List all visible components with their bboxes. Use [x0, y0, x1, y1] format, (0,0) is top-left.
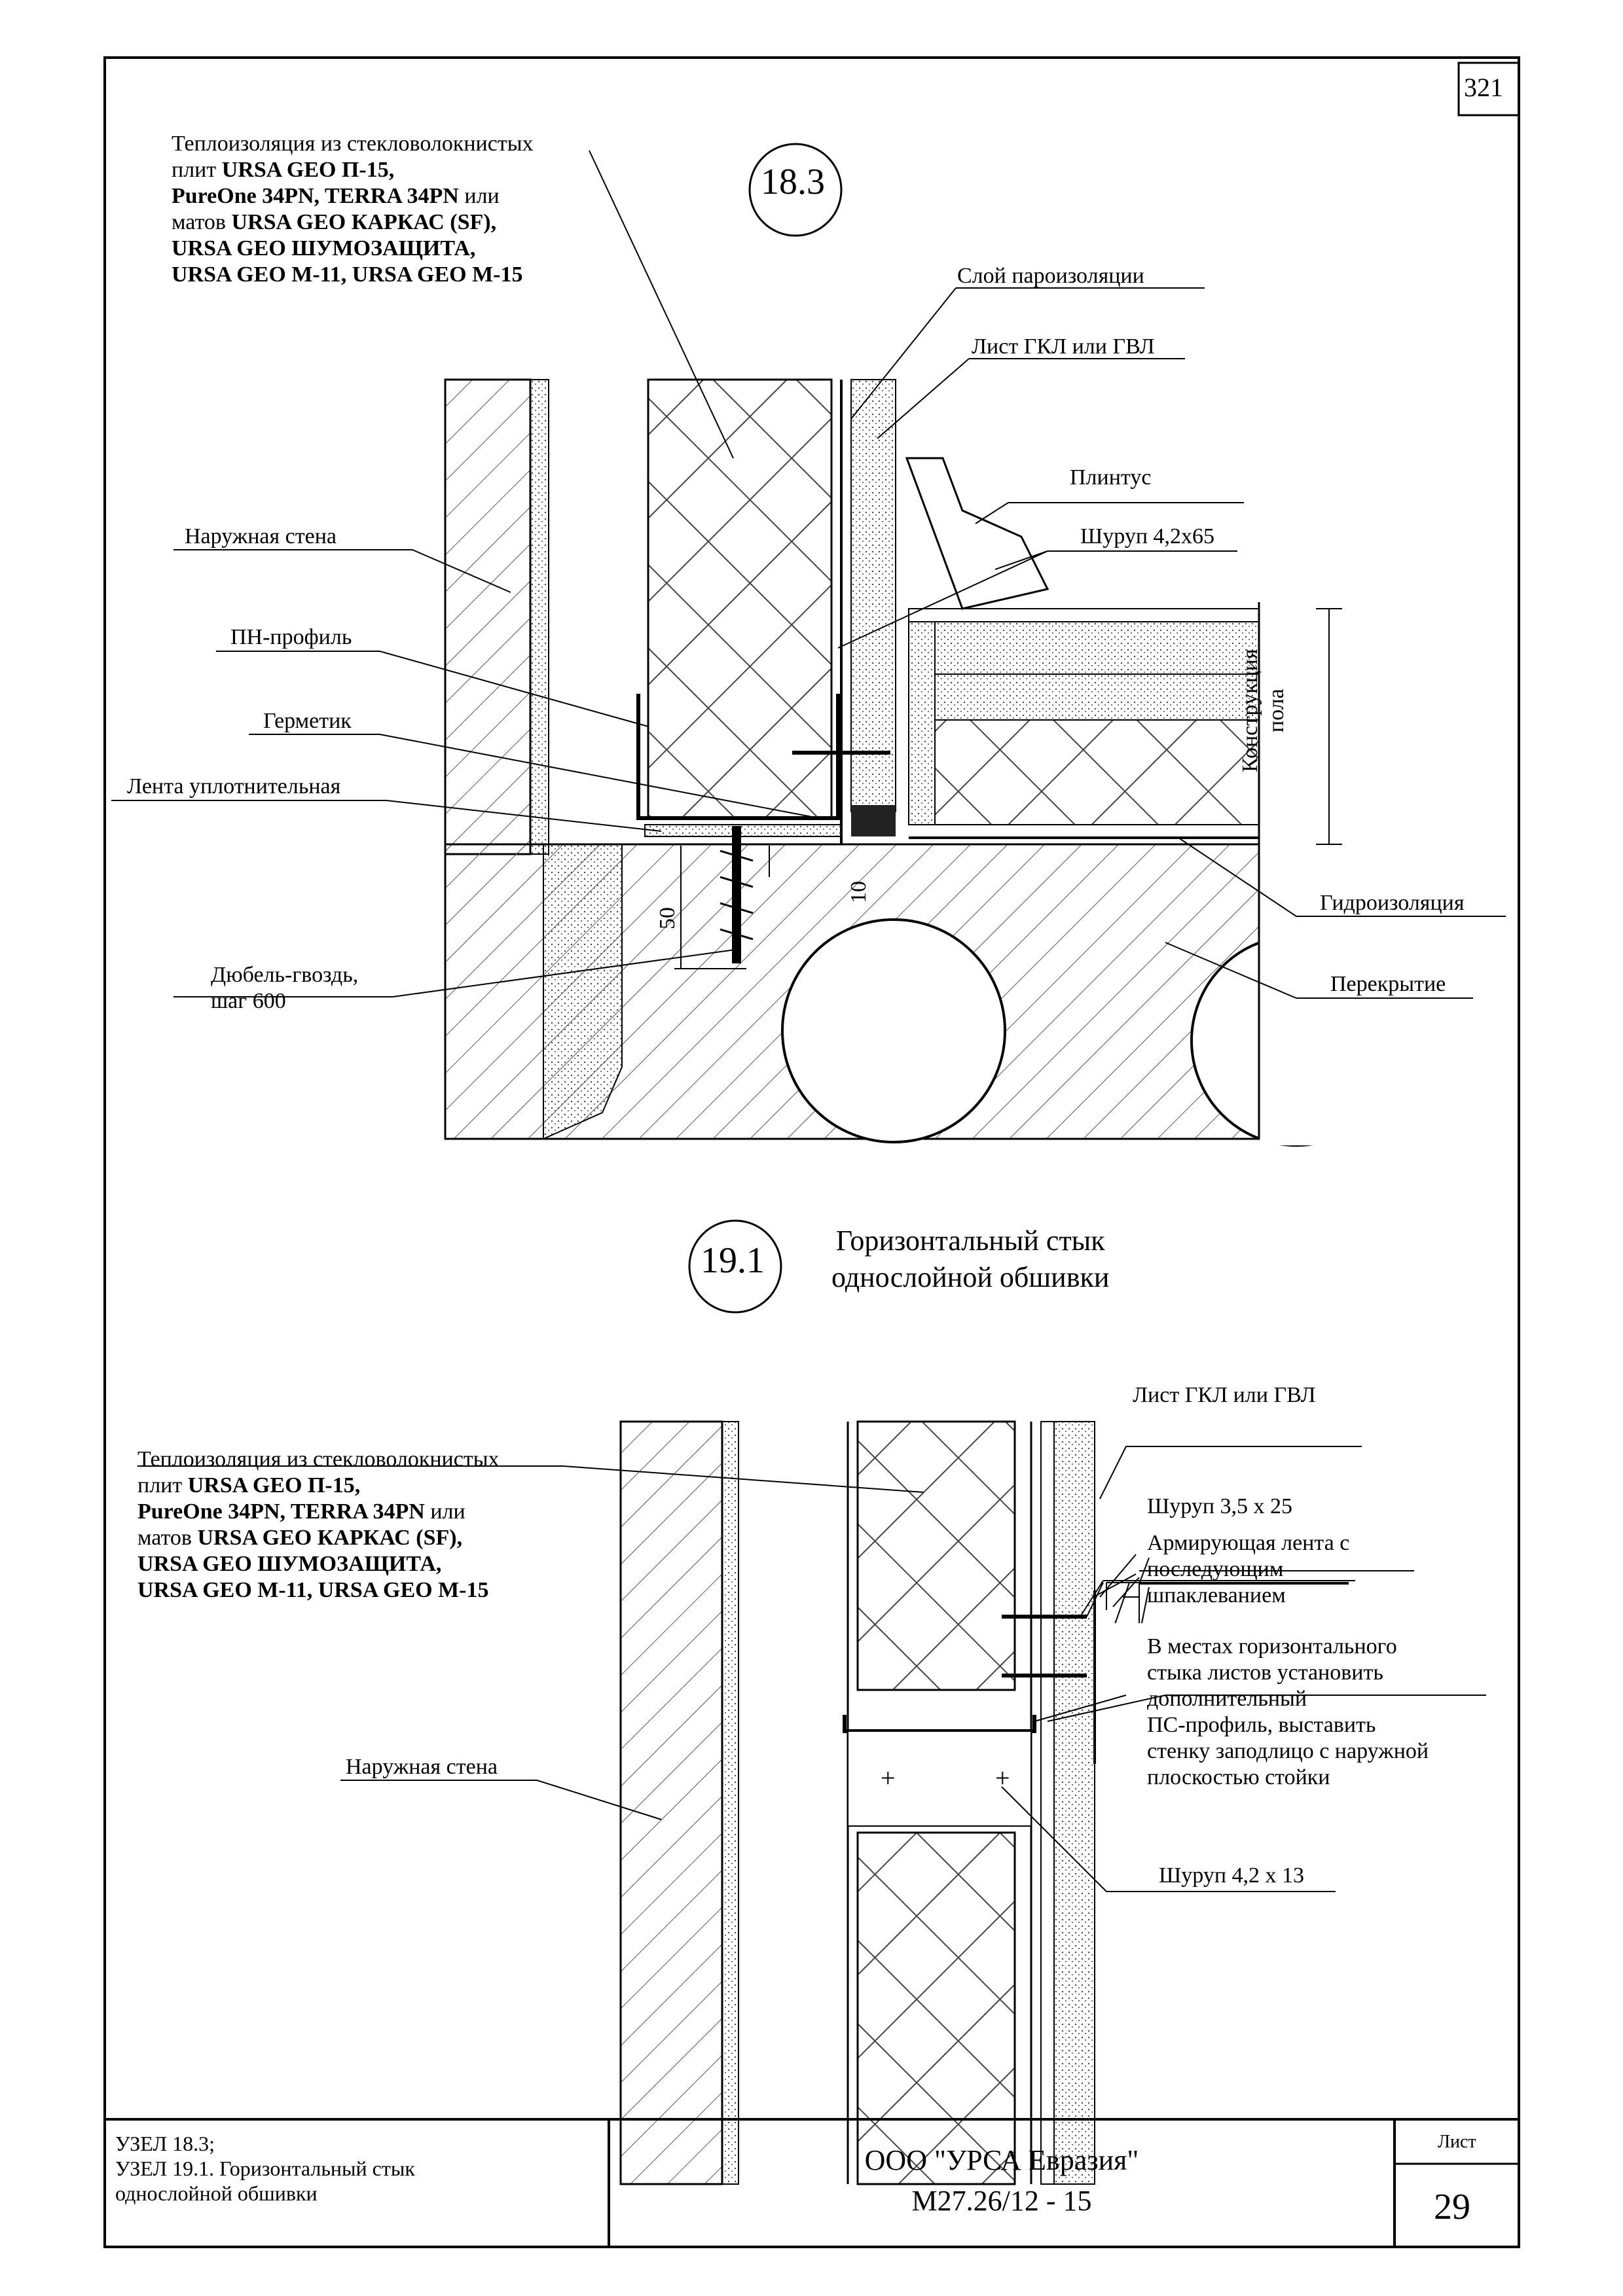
note-line: ПС-профиль, выставить — [1147, 1713, 1376, 1737]
insulation-line: PureOne 34PN, TERRA 34PN — [137, 1499, 425, 1524]
dim-50: 50 — [655, 907, 680, 929]
note-line: В местах горизонтального — [1147, 1634, 1397, 1659]
insulation-line: URSA GEO КАРКАС (SF), — [231, 210, 497, 234]
note-line: стыка листов установить — [1147, 1660, 1383, 1685]
dim-10: 10 — [847, 881, 871, 903]
outer-wall-label: Наружная стена — [185, 524, 337, 548]
insulation-line: URSA GEO ШУМОЗАЩИТА, — [137, 1552, 442, 1576]
svg-text:+: + — [881, 1763, 896, 1793]
node-19-1-title: Горизонтальный стык однослойной обшивки — [831, 1223, 1109, 1296]
screw-35-label: Шуруп 3,5 х 25 — [1147, 1494, 1293, 1518]
page-number-box — [1457, 62, 1520, 117]
screw-label: Шуруп 4,2х65 — [1080, 524, 1215, 548]
sheet-frame — [103, 56, 1520, 2248]
sealant-label: Герметик — [263, 709, 352, 733]
node-18-3-marker — [748, 143, 843, 237]
insulation-line: матов — [137, 1526, 198, 1550]
insulation-line: или — [458, 184, 500, 208]
description-line: УЗЕЛ 18.3; — [115, 2132, 215, 2155]
tape-line: шпаклеванием — [1147, 1583, 1286, 1607]
title-block-description: УЗЕЛ 18.3; УЗЕЛ 19.1. Горизонтальный сты… — [115, 2131, 415, 2206]
document-code: М27.26/12 - 15 — [911, 2185, 1092, 2217]
node-19-1-number: 19.1 — [701, 1240, 765, 1281]
gkl-label: Лист ГКЛ или ГВЛ — [972, 334, 1155, 359]
insulation-line: плит — [172, 158, 222, 182]
waterproofing-label: Гидроизоляция — [1320, 891, 1465, 915]
sheet-label: Лист — [1438, 2132, 1476, 2152]
title-block — [105, 2118, 1519, 2247]
insulation-line: матов — [172, 210, 232, 234]
sealing-tape-label: Лента уплотнительная — [127, 774, 341, 798]
insulation-line: PureOne 34PN, TERRA 34PN — [172, 184, 459, 208]
page-number: 321 — [1464, 73, 1503, 102]
floor-line: Конструкция — [1238, 649, 1262, 772]
insulation-line: URSA GEO М-11, URSA GEO М-15 — [137, 1578, 489, 1602]
description-line: однослойной обшивки — [115, 2181, 318, 2205]
insulation-line: URSA GEO ШУМОЗАЩИТА, — [172, 236, 476, 260]
sheet-number: 29 — [1434, 2187, 1470, 2227]
plinth-label: Плинтус — [1070, 465, 1152, 490]
note-line: стенку заподлицо с наружной — [1147, 1739, 1429, 1763]
tape-line: последующим — [1147, 1557, 1284, 1581]
slab-label: Перекрытие — [1330, 972, 1446, 996]
node-19-1-marker — [688, 1219, 782, 1314]
floor-construction-label: Конструкция пола — [1237, 649, 1290, 772]
node-18-3-number: 18.3 — [761, 162, 825, 202]
outer-wall-label-2: Наружная стена — [346, 1755, 498, 1779]
insulation-line: URSA GEO П-15, — [187, 1473, 361, 1498]
insulation-line: Теплоизоляция из стекловолокнистых — [137, 1447, 500, 1471]
insulation-line: URSA GEO М-11, URSA GEO М-15 — [172, 262, 523, 287]
tape-line: Армирующая лента с — [1147, 1531, 1350, 1555]
dowel-label: Дюбель-гвоздь, шаг 600 — [211, 962, 358, 1014]
node-19-1-insulation-label: Теплоизоляция из стекловолокнистых плит … — [137, 1446, 500, 1604]
pn-profile-label: ПН-профиль — [230, 625, 352, 649]
vapor-barrier-label: Слой пароизоляции — [957, 264, 1144, 288]
insulation-line: плит — [137, 1473, 188, 1498]
floor-line: пола — [1264, 689, 1288, 733]
insulation-line: URSA GEO П-15, — [221, 158, 395, 182]
insulation-line: Теплоизоляция из стекловолокнистых — [172, 132, 534, 156]
screw-42-label: Шуруп 4,2 х 13 — [1159, 1863, 1305, 1888]
title-block-company-code: ООО "УРСА Евразия" М27.26/12 - 15 — [609, 2140, 1395, 2221]
insulation-line: или — [424, 1499, 465, 1524]
dowel-line: шаг 600 — [211, 989, 286, 1013]
dowel-line: Дюбель-гвоздь, — [211, 963, 359, 987]
description-line: УЗЕЛ 19.1. Горизонтальный стык — [115, 2157, 415, 2180]
note-line: плоскостью стойки — [1147, 1765, 1330, 1789]
insulation-line: URSA GEO КАРКАС (SF), — [197, 1526, 463, 1550]
horizontal-joint-note: В местах горизонтального стыка листов ус… — [1147, 1634, 1429, 1791]
title-line: Горизонтальный стык — [835, 1225, 1105, 1257]
company-name: ООО "УРСА Евразия" — [864, 2144, 1139, 2176]
node-18-3-insulation-label: Теплоизоляция из стекловолокнистых плит … — [172, 131, 534, 288]
node-18-3-drawing — [111, 143, 1506, 1147]
svg-text:+: + — [995, 1763, 1010, 1793]
title-line: однослойной обшивки — [831, 1261, 1110, 1293]
gkl-label-2: Лист ГКЛ или ГВЛ — [1133, 1383, 1316, 1407]
node-19-1-drawing: + + — [137, 1219, 1486, 2185]
reinforcing-tape-label: Армирующая лента с последующим шпаклеван… — [1147, 1530, 1349, 1609]
note-line: дополнительный — [1147, 1687, 1307, 1711]
